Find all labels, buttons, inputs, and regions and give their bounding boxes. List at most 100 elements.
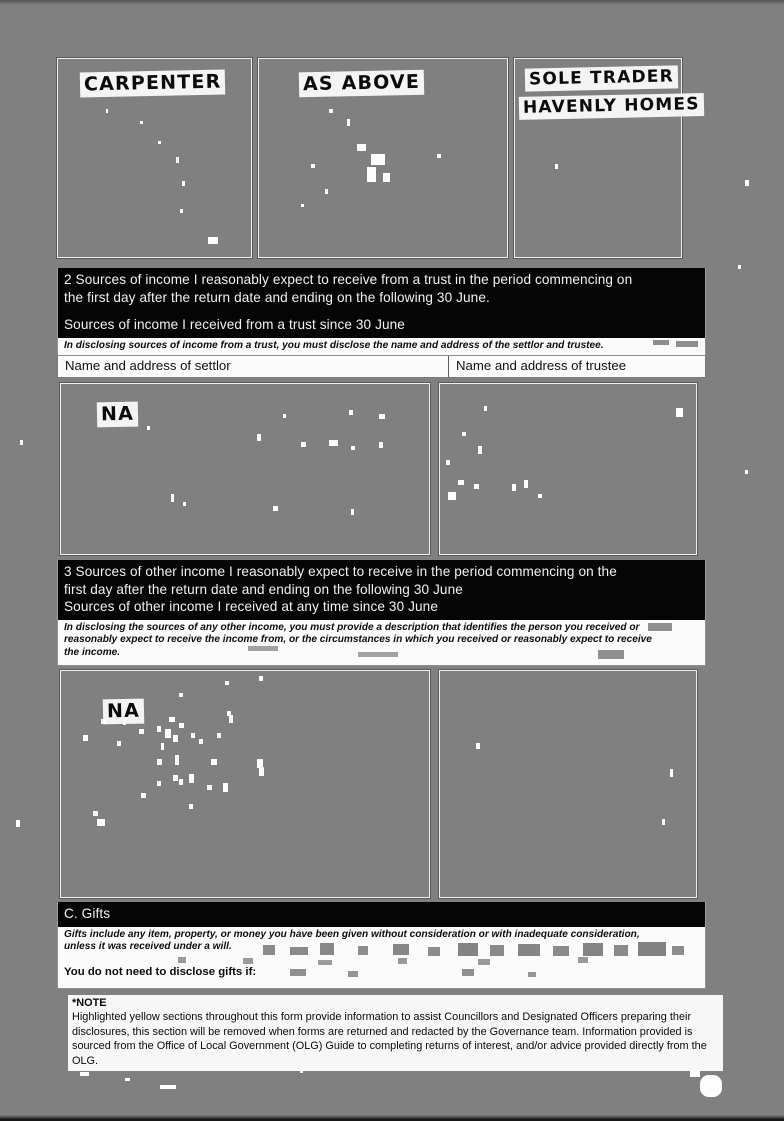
scan-speckle <box>189 803 193 809</box>
scan-speckle <box>283 414 286 419</box>
section-2-subheading: Sources of income I received from a trus… <box>64 317 405 333</box>
scan-speckle <box>351 446 355 451</box>
scan-speckle <box>676 408 683 418</box>
scan-speckle <box>93 810 98 816</box>
scan-speckle <box>83 734 88 741</box>
scan-speckle <box>217 732 221 738</box>
section-2-heading-line2: the first day after the return date and … <box>64 289 490 305</box>
scan-speckle <box>140 121 143 124</box>
scan-speckle <box>248 645 278 651</box>
business-nature-handwriting-line2: HAVENLY HOMES <box>518 93 704 120</box>
scan-speckle <box>173 734 178 742</box>
scan-speckle <box>379 414 385 420</box>
scan-speckle <box>653 339 669 345</box>
footer-note-title: *NOTE <box>72 997 107 1009</box>
scan-speckle <box>528 971 536 977</box>
scan-speckle <box>512 484 516 492</box>
scan-speckle <box>351 509 354 516</box>
scan-speckle <box>160 1085 176 1089</box>
section-c-heading-band: C. Gifts <box>57 901 706 927</box>
scan-speckle <box>80 1072 89 1076</box>
scan-speckle <box>257 758 263 768</box>
scan-speckle <box>182 181 185 186</box>
scan-speckle <box>169 716 175 722</box>
scan-speckle <box>257 434 261 442</box>
settlor-answer-box[interactable]: NA <box>59 382 431 557</box>
scan-speckle <box>191 732 195 738</box>
scan-speckle <box>676 340 698 347</box>
scan-speckle <box>484 406 487 412</box>
scan-speckle <box>175 754 179 765</box>
occupation-handwriting: CARPENTER <box>79 69 226 98</box>
scan-speckle <box>458 480 464 486</box>
scan-speckle <box>180 209 183 213</box>
scan-speckle <box>157 725 161 732</box>
footer-note-line2: disclosures, this section will be remove… <box>72 1025 693 1038</box>
trustee-answer-box[interactable] <box>438 382 698 557</box>
scan-speckle <box>347 119 350 126</box>
section-c-guidance-line1: Gifts include any item, property, or mon… <box>64 928 640 940</box>
scan-speckle <box>379 442 383 449</box>
scan-speckle <box>125 1078 130 1081</box>
occupation-box[interactable]: CARPENTER <box>56 57 253 259</box>
band-spacer <box>64 306 701 316</box>
scan-speckle <box>16 820 20 827</box>
scan-speckle <box>476 742 480 749</box>
scan-speckle <box>273 506 278 512</box>
scan-speckle <box>329 109 333 113</box>
section-c-guidance: Gifts include any item, property, or mon… <box>57 926 706 989</box>
scan-speckle <box>745 470 748 474</box>
scan-speckle <box>139 728 144 734</box>
scan-speckle <box>437 154 441 158</box>
section-3-guidance-line1: In disclosing the sources of any other i… <box>64 621 640 633</box>
business-nature-handwriting-line1: SOLE TRADER <box>524 65 679 92</box>
scan-speckle <box>183 502 186 507</box>
scan-speckle <box>462 432 466 437</box>
section-2-heading-band: 2 Sources of income I reasonably expect … <box>57 268 706 338</box>
footer-note-block: *NOTE Highlighted yellow sections throug… <box>68 995 723 1072</box>
column-header-settlor: Name and address of settlor <box>58 356 449 378</box>
section-3-heading-line2: first day after the return date and endi… <box>64 581 463 597</box>
scan-speckle <box>448 492 456 501</box>
section-3-subheading: Sources of other income I received at an… <box>64 599 438 615</box>
scan-speckle <box>165 728 171 738</box>
footer-note-line1: Highlighted yellow sections throughout t… <box>72 1011 692 1023</box>
section-3-guidance: In disclosing the sources of any other i… <box>57 619 706 666</box>
section-3-answer-row: NA <box>57 666 706 902</box>
scan-speckle <box>358 651 398 657</box>
scan-speckle <box>700 1075 722 1097</box>
scan-speckle <box>555 164 558 169</box>
guidance-spacer <box>64 953 700 966</box>
scan-speckle <box>208 237 218 244</box>
scan-speckle <box>161 742 164 750</box>
scan-speckle <box>349 410 353 416</box>
scan-speckle <box>290 968 306 976</box>
other-income-answer-box-right[interactable] <box>438 668 698 899</box>
scan-speckle <box>670 768 673 777</box>
scan-speckle <box>211 758 217 765</box>
scan-speckle <box>179 778 183 785</box>
section-3-heading-line1: 3 Sources of other income I reasonably e… <box>64 564 617 580</box>
scan-speckle <box>383 173 390 182</box>
employer-box[interactable]: AS ABOVE <box>257 57 509 259</box>
scan-speckle <box>173 774 178 781</box>
section-c-heading: C. Gifts <box>64 905 111 921</box>
section-3-guidance-line3: the income. <box>64 646 121 658</box>
section-c-prompt: You do not need to disclose gifts if: <box>64 966 257 979</box>
section-2-guidance-text: In disclosing sources of income from a t… <box>64 339 604 351</box>
scan-speckle <box>474 484 479 490</box>
column-header-trustee: Name and address of trustee <box>456 358 627 374</box>
business-nature-box[interactable]: SOLE TRADER HAVENLY HOMES <box>513 57 704 259</box>
scan-speckle <box>259 675 263 681</box>
employer-handwriting: AS ABOVE <box>298 69 425 98</box>
footer-note-line3: sourced from the Office of Local Governm… <box>72 1040 689 1053</box>
scan-speckle <box>20 440 23 445</box>
scan-speckle <box>462 968 474 976</box>
scan-speckle <box>223 782 228 792</box>
scan-speckle <box>171 494 174 503</box>
scan-speckle <box>259 766 264 776</box>
other-income-answer-box-left[interactable]: NA <box>59 668 431 899</box>
settlor-handwriting: NA <box>96 401 139 428</box>
scan-speckle <box>106 109 108 113</box>
